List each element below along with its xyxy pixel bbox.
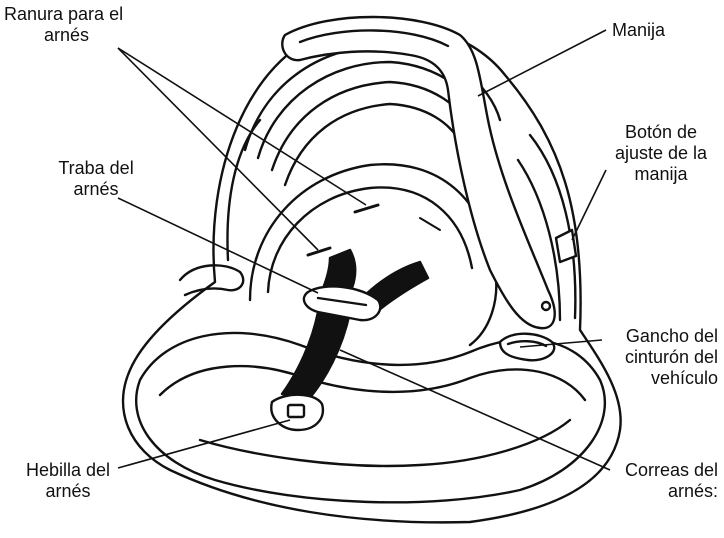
label-harness-slot-line2: arnés (4, 25, 123, 46)
leader-line-harness-slot-right (118, 48, 366, 205)
label-handle-button-line3: manija (600, 164, 722, 185)
leader-line-straps (340, 350, 610, 470)
label-buckle-line1: Hebilla del (14, 460, 122, 481)
label-straps-line2: arnés: (600, 481, 718, 502)
label-handle: Manija (612, 20, 665, 41)
label-belt-hook-line2: cinturón del (588, 347, 718, 368)
label-handle-button: Botón de ajuste de la manija (600, 122, 722, 185)
label-harness-slot-line1: Ranura para el (4, 4, 123, 25)
leader-line-buckle (118, 420, 290, 468)
label-belt-hook: Gancho del cinturón del vehículo (588, 326, 718, 389)
label-belt-hook-line1: Gancho del (588, 326, 718, 347)
label-belt-hook-line3: vehículo (588, 368, 718, 389)
label-buckle: Hebilla del arnés (14, 460, 122, 502)
leader-line-harness-slot-left (118, 48, 318, 250)
label-handle-line1: Manija (612, 20, 665, 41)
label-harness-slot: Ranura para el arnés (4, 4, 123, 46)
label-handle-button-line2: ajuste de la (600, 143, 722, 164)
label-harness-clip: Traba del arnés (50, 158, 142, 200)
leader-line-handle (478, 30, 606, 96)
label-handle-button-line1: Botón de (600, 122, 722, 143)
label-harness-clip-line2: arnés (50, 179, 142, 200)
leader-line-harness-clip (118, 198, 318, 293)
label-buckle-line2: arnés (14, 481, 122, 502)
label-harness-clip-line1: Traba del (50, 158, 142, 179)
label-straps-line1: Correas del (600, 460, 718, 481)
label-straps: Correas del arnés: (600, 460, 718, 502)
